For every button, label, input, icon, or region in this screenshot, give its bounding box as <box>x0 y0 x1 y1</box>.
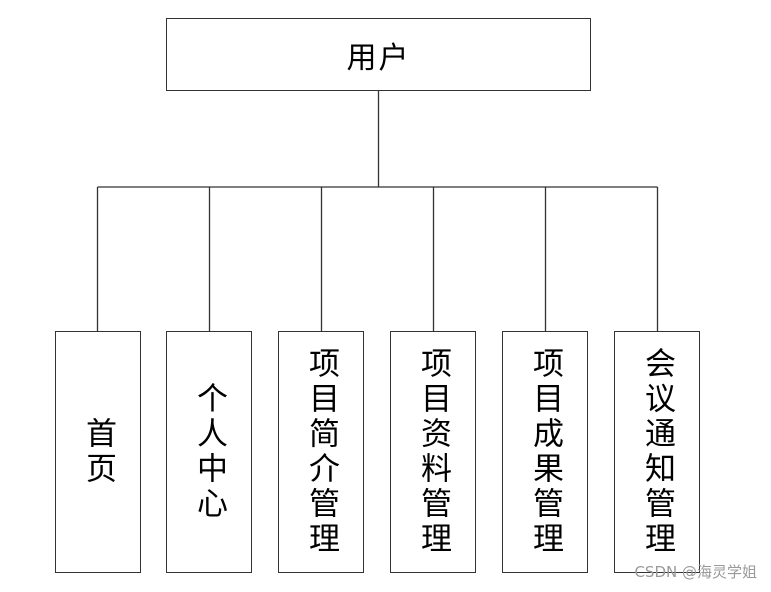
node-project-intro-management-label: 项目简介管理 <box>303 347 339 557</box>
root-node-label: 用户 <box>346 40 411 76</box>
node-project-results-management-label: 项目成果管理 <box>527 347 563 557</box>
node-meeting-notice-management: 会议通知管理 <box>614 331 700 573</box>
watermark-text: CSDN @海灵学姐 <box>634 563 757 581</box>
node-project-intro-management: 项目简介管理 <box>278 331 364 573</box>
node-meeting-notice-management-label: 会议通知管理 <box>639 347 675 557</box>
node-personal-center-label: 个人中心 <box>191 382 227 522</box>
node-home: 首页 <box>55 331 141 573</box>
node-home-label: 首页 <box>80 417 116 487</box>
root-node-user: 用户 <box>166 18 591 91</box>
node-personal-center: 个人中心 <box>166 331 252 573</box>
node-project-materials-management: 项目资料管理 <box>390 331 476 573</box>
node-project-results-management: 项目成果管理 <box>502 331 588 573</box>
node-project-materials-management-label: 项目资料管理 <box>415 347 451 557</box>
